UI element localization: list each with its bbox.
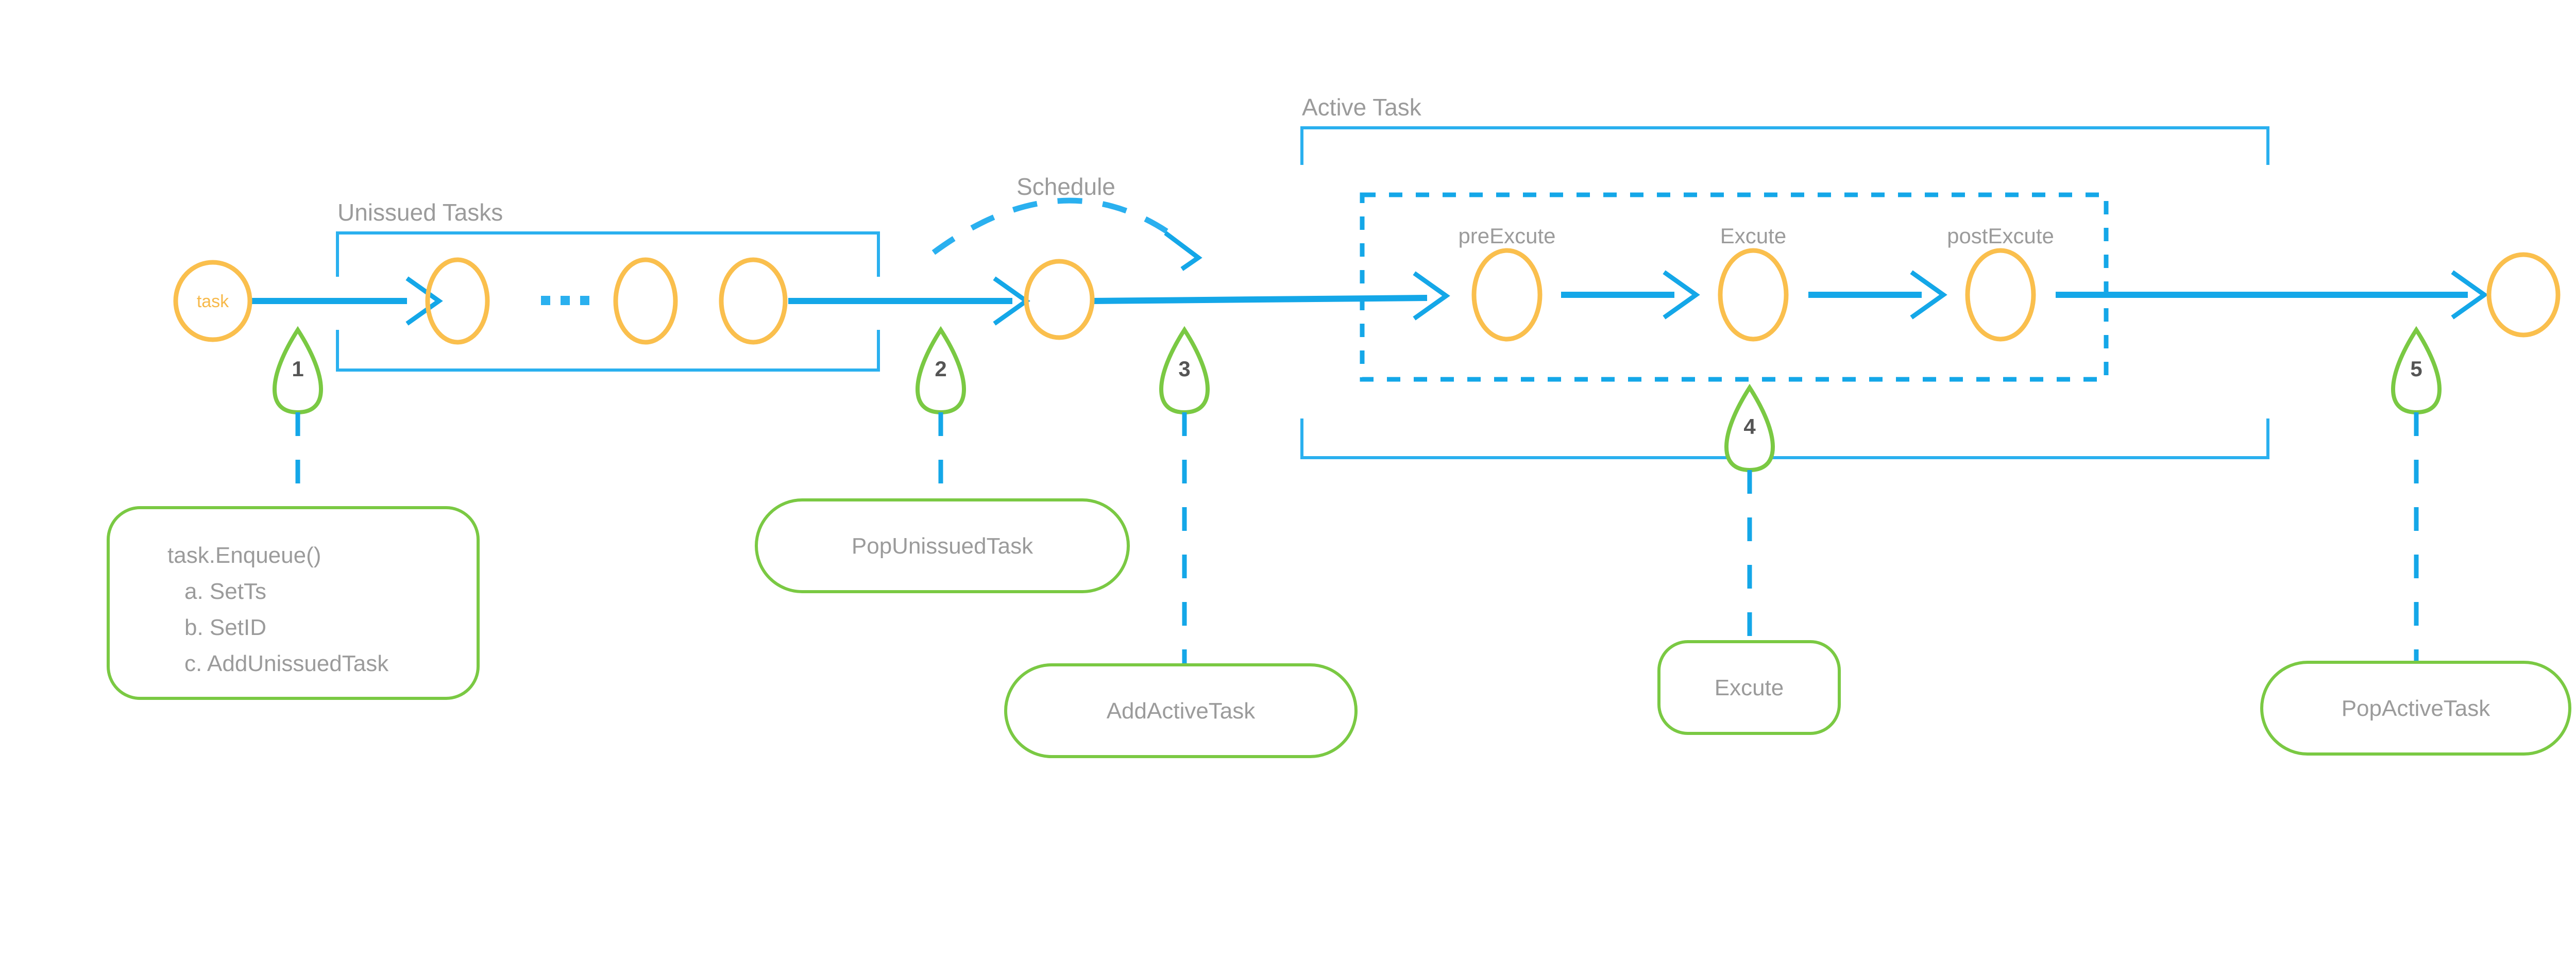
- phase-label-excute: Excute: [1720, 224, 1786, 248]
- callout-add-active[interactable]: AddActiveTask: [1004, 663, 1358, 758]
- node-unissued-3[interactable]: [719, 257, 788, 345]
- schedule-label: Schedule: [1016, 173, 1115, 200]
- main-flow-line: [251, 292, 2468, 304]
- callout-enqueue-box[interactable]: [107, 506, 480, 700]
- marker-group-3: 3: [1159, 326, 1210, 675]
- excute-phase-dashed-box: [1360, 192, 2109, 382]
- unissued-tasks-bracket: Unissued Tasks: [336, 199, 880, 372]
- callout-add-active-box[interactable]: [1004, 663, 1358, 758]
- unissued-tasks-label: Unissued Tasks: [337, 199, 503, 226]
- node-unissued-2[interactable]: [613, 257, 678, 345]
- node-preexcute[interactable]: [1471, 248, 1543, 342]
- callout-excute-label: Excute: [1715, 675, 1784, 700]
- callout-excute[interactable]: Excute: [1657, 640, 1841, 735]
- node-unissued-1[interactable]: [425, 257, 490, 345]
- callout-enqueue-line-0: task.Enqueue(): [167, 543, 321, 568]
- marker-number-4: 4: [1743, 414, 1756, 439]
- marker-number-5: 5: [2410, 357, 2422, 381]
- marker-number-3: 3: [1178, 357, 1190, 381]
- marker-number-1: 1: [292, 357, 303, 381]
- phase-labels: preExcute Excute postExcute: [1458, 224, 2054, 248]
- node-task-label: task: [197, 292, 229, 311]
- marker-group-2: 2: [916, 326, 966, 515]
- task-nodes: task: [173, 248, 2561, 345]
- callout-add-active-label: AddActiveTask: [1107, 698, 1256, 724]
- callout-enqueue-line-1: a. SetTs: [184, 579, 266, 604]
- callout-pop-unissued[interactable]: PopUnissuedTask: [755, 498, 1130, 593]
- schedule-annotation: Schedule: [931, 173, 1202, 271]
- callout-pop-unissued-box[interactable]: [755, 498, 1130, 593]
- marker-group-5: 5: [2391, 326, 2442, 670]
- marker-number-2: 2: [935, 357, 946, 381]
- marker-group-1: 1: [273, 326, 323, 531]
- marker-group-4: 4: [1724, 383, 1775, 648]
- flow-arrowheads: [405, 270, 2488, 326]
- node-postexcute[interactable]: [1965, 248, 2036, 342]
- schedule-arc: [931, 197, 1183, 255]
- node-task[interactable]: [173, 260, 252, 342]
- phase-label-postexcute: postExcute: [1947, 224, 2054, 248]
- callout-enqueue-line-2: b. SetID: [184, 615, 266, 640]
- active-task-bracket: Active Task: [1300, 94, 2269, 459]
- callout-pop-unissued-label: PopUnissuedTask: [852, 533, 1033, 559]
- callout-pop-active[interactable]: PopActiveTask: [2260, 661, 2571, 756]
- callout-pop-active-label: PopActiveTask: [2342, 696, 2491, 721]
- node-scheduled[interactable]: [1024, 259, 1095, 340]
- callout-enqueue[interactable]: task.Enqueue() a. SetTs b. SetID c. AddU…: [107, 506, 480, 700]
- queue-ellipsis-icon: [541, 296, 589, 305]
- node-excute[interactable]: [1718, 248, 1789, 342]
- callout-enqueue-line-3: c. AddUnissuedTask: [184, 651, 389, 676]
- callout-excute-box[interactable]: [1657, 640, 1841, 735]
- node-done[interactable]: [2486, 252, 2561, 338]
- callout-pop-active-box[interactable]: [2260, 661, 2571, 756]
- phase-label-preexcute: preExcute: [1458, 224, 1555, 248]
- active-task-label: Active Task: [1302, 94, 1422, 121]
